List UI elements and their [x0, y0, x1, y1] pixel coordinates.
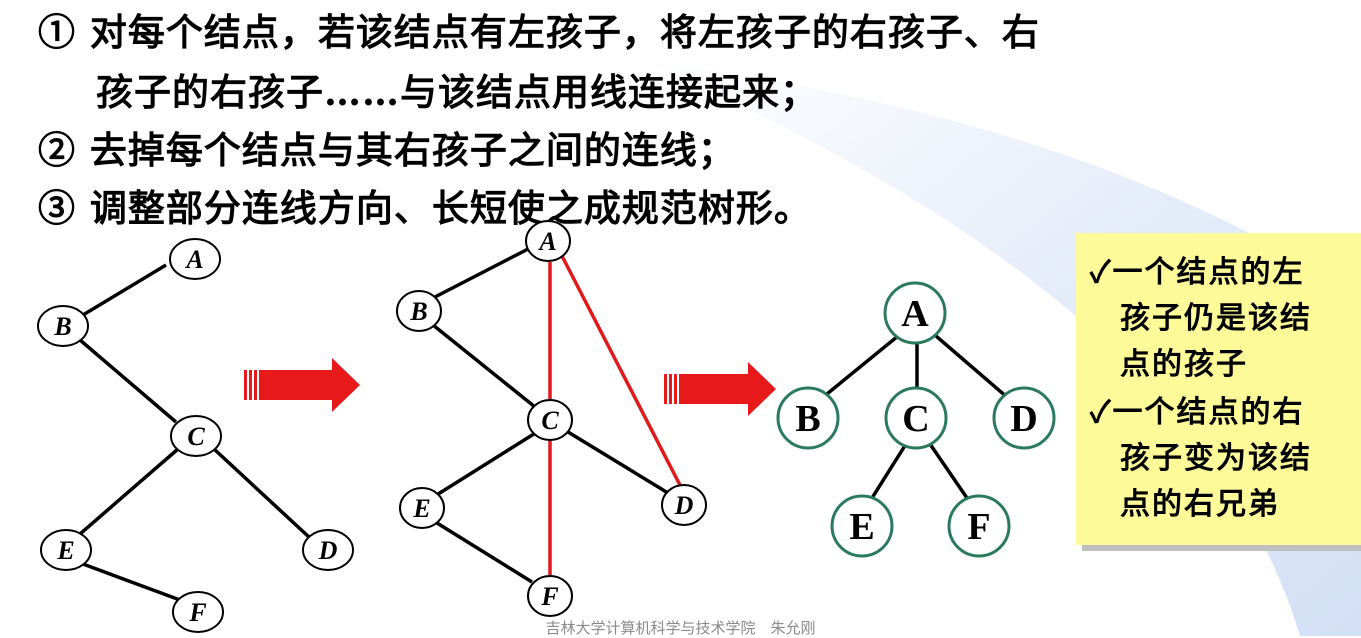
- note-line-3: 点的孩子: [1120, 347, 1248, 382]
- step-2: ② 去掉每个结点与其右孩子之间的连线；: [38, 128, 736, 172]
- tree-1-node-d: D: [302, 529, 354, 571]
- tree-3-node-a: A: [883, 281, 947, 345]
- tree-1-node-a-label: A: [184, 245, 203, 274]
- tree-1-node-f: F: [172, 591, 224, 633]
- tree-1-node-a: A: [169, 238, 221, 280]
- edge-b-c: [78, 338, 178, 424]
- tree-2-node-c-label: C: [541, 406, 559, 435]
- tree-2-node-a-label: A: [537, 227, 556, 256]
- tree-3-node-f-label: F: [967, 506, 990, 548]
- edge-c-d: [567, 430, 669, 495]
- edge-b-a: [77, 263, 167, 320]
- tree-1-node-c-label: C: [187, 422, 205, 451]
- note-box: ✓一个结点的左 孩子仍是该结 点的孩子 ✓一个结点的右 孩子变为该结 点的右兄弟: [1076, 233, 1361, 545]
- edge-a-d: [934, 334, 1010, 400]
- arrow-2-icon: [664, 362, 776, 416]
- edge-e-f: [436, 521, 533, 584]
- tree-1-node-b: B: [37, 305, 89, 347]
- tree-3-node-c-label: C: [902, 398, 929, 440]
- edge-a-b: [820, 334, 900, 400]
- arrow-1-icon: [244, 358, 360, 412]
- tree-3-node-d-label: D: [1010, 398, 1037, 440]
- tree-1-node-e-label: E: [56, 536, 74, 565]
- tree-2-node-e-label: E: [412, 494, 430, 523]
- edge-c-e: [870, 443, 908, 499]
- tree-1-node-f-label: F: [188, 598, 206, 627]
- tree-2-node-b: B: [396, 290, 442, 332]
- step-1-line-1: ① 对每个结点，若该结点有左孩子，将左孩子的右孩子、右: [38, 10, 1040, 54]
- edge-e-f: [82, 562, 181, 602]
- tree-3-node-e: E: [830, 494, 894, 558]
- edge-c-e: [78, 447, 180, 536]
- footer-credit: 吉林大学计算机科学与技术学院 朱允刚: [545, 619, 816, 637]
- step-3: ③ 调整部分连线方向、长短使之成规范树形。: [38, 186, 812, 230]
- tree-3-node-f: F: [947, 494, 1011, 558]
- note-line-5: 孩子变为该结: [1120, 441, 1312, 476]
- edge-c-d: [212, 447, 312, 540]
- tree-2-node-c: C: [527, 399, 573, 441]
- note-line-2: 孩子仍是该结: [1120, 301, 1312, 336]
- tree-3-node-a-label: A: [901, 293, 929, 335]
- edge-c-f: [928, 443, 969, 499]
- tree-3-node-d: D: [992, 386, 1056, 450]
- tree-2-node-e: E: [399, 487, 445, 529]
- tree-2-transform: A B C D E F: [396, 220, 707, 617]
- tree-1-node-c: C: [170, 415, 222, 457]
- step-1-line-2: 孩子的右孩子……与该结点用线连接起来；: [96, 70, 818, 114]
- tree-1-node-d-label: D: [318, 536, 338, 565]
- tree-2-node-d: D: [661, 484, 707, 526]
- tree-1-node-b-label: B: [53, 312, 71, 341]
- tree-3-node-c: C: [884, 386, 948, 450]
- note-line-4: ✓一个结点的右: [1090, 395, 1305, 430]
- added-edge-a-d: [560, 255, 684, 490]
- tree-3-node-e-label: E: [849, 506, 874, 548]
- tree-2-node-d-label: D: [674, 491, 694, 520]
- tree-3-node-b-label: B: [795, 398, 820, 440]
- edge-b-c: [431, 323, 537, 409]
- tree-1-node-e: E: [40, 529, 92, 571]
- tree-2-node-a: A: [525, 220, 571, 262]
- note-line-6: 点的右兄弟: [1120, 487, 1280, 522]
- edge-b-a: [432, 246, 531, 300]
- tree-3-node-b: B: [776, 386, 840, 450]
- tree-3-result: A B C D E F: [776, 281, 1056, 558]
- tree-1-binary: A B C D E F: [37, 238, 354, 633]
- tree-2-node-f-label: F: [540, 582, 558, 611]
- edge-c-e: [434, 430, 538, 498]
- tree-2-node-b-label: B: [409, 297, 427, 326]
- note-line-1: ✓一个结点的左: [1090, 255, 1305, 290]
- tree-2-node-f: F: [527, 575, 573, 617]
